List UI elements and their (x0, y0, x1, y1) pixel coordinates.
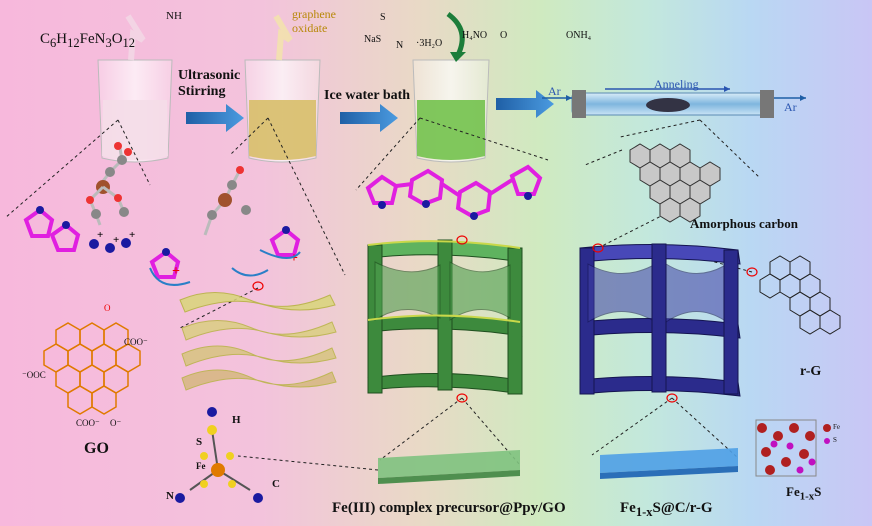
crystal-label: Fe1-xS (786, 484, 822, 503)
polypyrrole-atoms (378, 192, 532, 220)
process-arrow-3 (496, 90, 554, 118)
process-arrow-1 (186, 104, 244, 132)
go-ooc-label: ⁻OOC (22, 370, 46, 380)
s-label: S (380, 12, 386, 23)
product-title: Fe1-xS@C/r-G (620, 500, 713, 519)
amorphous-carbon-label: Amorphous carbon (690, 216, 798, 231)
amorphous-carbon-mesh (629, 143, 721, 223)
complex-h-label: H (232, 414, 241, 426)
go-sheets (179, 292, 337, 391)
complex-c-label: C (272, 478, 280, 490)
highlight-circles (252, 235, 758, 403)
crystal-structure (755, 419, 831, 477)
green-sheet (378, 450, 520, 484)
complex-fe-label: Fe (196, 461, 206, 471)
aps-o-label: O (500, 30, 508, 41)
complex-s-label: S (196, 436, 203, 448)
svg-text:+: + (290, 251, 298, 266)
svg-text:+: + (113, 234, 119, 246)
pyrrole-nh-label: NH (166, 10, 182, 22)
step2-label: Ice water bath (324, 88, 411, 103)
n-label: N (396, 40, 404, 51)
water-label: ·3H₂O (416, 38, 443, 49)
nas-label: NaS (364, 34, 382, 45)
beaker-3 (412, 11, 490, 163)
go-label: GO (84, 440, 109, 457)
blue-sheet (600, 448, 738, 479)
go-hex-structure (43, 322, 141, 415)
complex-n-label: N (166, 490, 174, 502)
tube-furnace (542, 86, 806, 118)
svg-text:+: + (129, 229, 135, 241)
process-arrow-2 (340, 104, 398, 132)
ar-out-label: Ar (784, 100, 797, 114)
go-cooh-bottom-label: COO⁻ (76, 418, 100, 428)
legend-s-label: S (833, 436, 837, 444)
green-framework-edges (367, 240, 521, 323)
go-cooh-label: COO⁻ (124, 337, 148, 347)
annealing-label: Anneling (654, 77, 699, 91)
molecule-center-cluster: + + (149, 166, 301, 286)
aps-right-label: ONH₄ (566, 30, 592, 41)
go-o-minus-label: O⁻ (110, 418, 122, 428)
polypyrrole-chain (365, 164, 543, 219)
precursor-title: Fe(III) complex precursor@Ppy/GO (332, 500, 566, 516)
svg-text:+: + (97, 229, 103, 241)
go-o-label: O (104, 303, 111, 313)
aps-left-label: H₄NO (462, 30, 488, 41)
legend-fe-label: Fe (833, 423, 840, 431)
fe-complex-molecule (175, 407, 263, 503)
molecule-precursor-chain (86, 141, 132, 226)
pyrrole-monomers: + + + (23, 206, 135, 253)
blue-framework (579, 243, 741, 397)
reactant-formula: C6H12FeN3O12 (40, 31, 136, 50)
rg-label: r-G (800, 364, 822, 379)
ar-in-label: Ar (548, 84, 561, 98)
beaker-2 (244, 14, 321, 163)
rg-mesh (759, 255, 841, 335)
svg-text:+: + (172, 264, 180, 279)
